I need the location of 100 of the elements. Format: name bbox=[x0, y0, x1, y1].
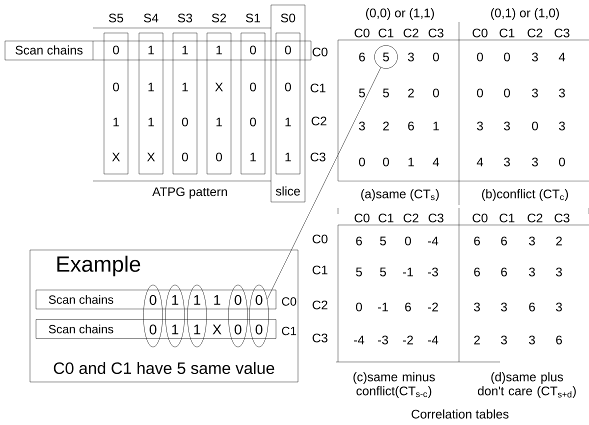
column-label: C1 bbox=[500, 214, 514, 222]
column-label: C3 bbox=[428, 28, 444, 38]
table-cell: 0 bbox=[477, 88, 483, 98]
table-cell: -2 bbox=[428, 302, 438, 312]
table-cell: 0 bbox=[504, 88, 510, 98]
table-cell: 3 bbox=[532, 52, 538, 62]
column-label: C1 bbox=[378, 214, 394, 222]
table-cell: 5 bbox=[380, 268, 386, 276]
column-label: C0 bbox=[354, 28, 370, 38]
table-cell: 6 bbox=[408, 122, 414, 130]
table-cell: 0 bbox=[383, 158, 389, 166]
table-cell: 2 bbox=[556, 236, 562, 246]
table-cell: 3 bbox=[474, 302, 480, 312]
table-cell: 3 bbox=[359, 122, 365, 130]
table-cell: -3 bbox=[378, 336, 388, 344]
table-cell: 0 bbox=[356, 302, 362, 312]
table-cell: 0 bbox=[405, 236, 411, 246]
row-label: C3 bbox=[310, 152, 326, 162]
table-cell: 4 bbox=[558, 52, 566, 62]
table-cell: 0 bbox=[504, 52, 510, 62]
table-cell: 3 bbox=[532, 88, 538, 98]
table-cell: 0 bbox=[359, 158, 365, 166]
table-cell: 6 bbox=[501, 268, 507, 276]
column-label: C0 bbox=[354, 214, 370, 222]
table-cell: 2 bbox=[474, 336, 480, 344]
table-cell: 3 bbox=[559, 88, 565, 98]
table-cell: 3 bbox=[556, 268, 562, 276]
table-caption: (c)same minus conflict(CT$_{s-c}$) bbox=[353, 372, 435, 398]
column-label: C3 bbox=[554, 214, 570, 222]
table-cell: 0 bbox=[559, 158, 565, 166]
slice-column: S5 0 0 1 X bbox=[104, 14, 128, 174]
table-cell: 3 bbox=[501, 336, 507, 344]
node-label: S1 bbox=[246, 14, 260, 22]
node-label: S3 bbox=[178, 14, 192, 22]
table-cell: -4 bbox=[428, 236, 438, 246]
table-cell: 3 bbox=[477, 122, 483, 130]
table-caption: (b)conflict (CT$_{c}$) bbox=[482, 189, 568, 201]
table-heading: (0,0) or (1,1) bbox=[366, 8, 434, 20]
table-cell: 3 bbox=[501, 302, 507, 312]
node-label: S4 bbox=[144, 14, 158, 22]
table-cell: 1 bbox=[408, 158, 414, 166]
table-heading: (0,1) or (1,0) bbox=[491, 8, 559, 20]
node-label: S2 bbox=[212, 14, 226, 22]
table-caption: (d)same plus don't care (CT$_{s+d}$) bbox=[478, 372, 576, 398]
row-label: C0 bbox=[312, 48, 328, 56]
node-label: C1 bbox=[282, 326, 296, 336]
table-cell: 6 bbox=[529, 302, 535, 312]
table-cell: -4 bbox=[354, 336, 364, 344]
table-cell: 3 bbox=[504, 122, 510, 130]
table-cell: 6 bbox=[474, 268, 480, 276]
slice-column: S4 1 1 1 X bbox=[138, 14, 164, 174]
row-label: C1 bbox=[312, 266, 328, 274]
table-cell: 3 bbox=[529, 336, 535, 344]
table-cell: 3 bbox=[556, 302, 562, 312]
column-label: C1 bbox=[500, 28, 514, 38]
table-cell: -1 bbox=[403, 268, 413, 276]
column-label: C2 bbox=[528, 214, 542, 222]
table-cell: 0 bbox=[532, 122, 538, 130]
column-label: C3 bbox=[428, 214, 444, 222]
column-label: C2 bbox=[404, 214, 418, 222]
table-cell: 5 bbox=[356, 268, 362, 276]
row-label: C2 bbox=[312, 300, 328, 310]
table-cell: 6 bbox=[556, 336, 562, 344]
slice-column: S1 0 0 0 1 bbox=[240, 14, 266, 174]
column-label: C2 bbox=[528, 28, 542, 38]
table-cell: 3 bbox=[529, 268, 535, 276]
circled-value: 5 bbox=[374, 45, 398, 69]
table-cell: 4 bbox=[432, 158, 440, 166]
table-cell: 0 bbox=[433, 52, 439, 62]
table-cell: 6 bbox=[405, 302, 411, 312]
table-caption: (a)same (CT$_{s}$) bbox=[361, 189, 439, 201]
table-cell: 2 bbox=[383, 122, 389, 130]
table-cell: 3 bbox=[532, 158, 538, 166]
table-cell: 2 bbox=[408, 88, 414, 98]
table-cell: 6 bbox=[474, 236, 480, 246]
column-label: C0 bbox=[472, 28, 488, 38]
table-cell: 1 bbox=[433, 122, 439, 130]
table-cell: 5 bbox=[359, 88, 365, 98]
leader-line bbox=[267, 67, 382, 300]
table-cell: 5 bbox=[380, 236, 386, 246]
row-label: C3 bbox=[312, 334, 328, 342]
node-label: C0 bbox=[282, 297, 296, 306]
table-cell: -3 bbox=[428, 268, 438, 276]
slice-column: S3 1 1 0 0 bbox=[172, 14, 198, 174]
table-cell: 0 bbox=[477, 52, 483, 62]
table-cell: 3 bbox=[504, 158, 510, 166]
table-cell: 3 bbox=[529, 236, 535, 246]
table-cell: 6 bbox=[501, 236, 507, 246]
column-label: C3 bbox=[554, 28, 570, 38]
row-label: C2 bbox=[312, 116, 326, 126]
table-title: Correlation tables bbox=[412, 409, 508, 419]
column-label: C0 bbox=[472, 214, 488, 222]
slice-column: S2 1 X 1 0 bbox=[206, 14, 232, 174]
row-label: C0 bbox=[312, 234, 328, 244]
node-label: S5 bbox=[108, 14, 124, 22]
column-label: C2 bbox=[404, 28, 418, 38]
table-cell: -4 bbox=[428, 336, 438, 344]
row-label: C1 bbox=[310, 84, 326, 92]
table-cell: 6 bbox=[356, 236, 362, 246]
table-cell: -1 bbox=[378, 302, 388, 312]
